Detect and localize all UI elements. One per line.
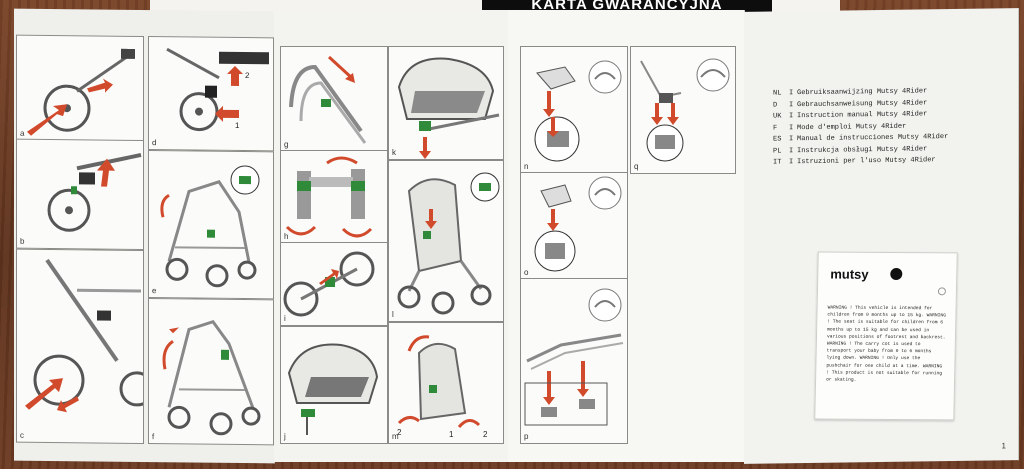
svg-text:2: 2 <box>397 428 402 437</box>
step-label: f <box>152 432 155 442</box>
step-label: p <box>524 432 529 441</box>
step-label: i <box>284 314 286 323</box>
instruction-manual: a b c <box>14 8 1019 464</box>
step-f-illustration: f <box>148 298 274 446</box>
step-label: h <box>284 232 289 241</box>
svg-text:2: 2 <box>245 71 250 80</box>
step-p-illustration: p <box>520 278 628 444</box>
step-g-illustration: g <box>280 46 388 152</box>
warning-text: WARNING ! This vehicle is intended for c… <box>826 305 947 383</box>
step-l-illustration: l <box>388 160 504 322</box>
step-o-illustration: o <box>520 172 628 280</box>
step-label: q <box>634 162 639 171</box>
step-label: a <box>20 128 25 138</box>
mutsy-logo-icon <box>890 267 903 281</box>
step-label: n <box>524 162 529 171</box>
step-i-illustration: i <box>280 242 388 326</box>
step-j-illustration: j <box>280 326 388 444</box>
step-m-illustration: 2 1 2 m <box>388 322 504 444</box>
step-n-illustration: n <box>520 46 628 174</box>
step-label: k <box>392 148 396 157</box>
step-a-illustration: a <box>16 34 144 142</box>
svg-text:1: 1 <box>235 121 240 130</box>
step-label: j <box>284 432 286 441</box>
step-label: o <box>524 268 529 277</box>
step-e-illustration: e <box>148 150 274 300</box>
page-number: 1 <box>1001 441 1006 451</box>
step-label: g <box>284 140 289 149</box>
manual-panel-2: g h i <box>274 10 509 462</box>
step-label: e <box>152 286 157 296</box>
warning-hang-tag: mutsy WARNING ! This vehicle is intended… <box>814 251 958 421</box>
step-b-illustration: b <box>16 138 144 250</box>
step-label: b <box>20 236 25 246</box>
step-label: d <box>152 138 157 148</box>
step-q-illustration: q <box>630 46 736 174</box>
step-c-illustration: c <box>16 248 144 444</box>
brand-logo: mutsy <box>830 266 869 282</box>
step-label: l <box>392 310 394 319</box>
manual-panel-3: n o p <box>508 10 745 462</box>
step-label: m <box>392 432 399 441</box>
step-d-illustration: 2 1 d <box>148 36 274 152</box>
manual-panel-1: a b c <box>14 8 275 464</box>
svg-text:1: 1 <box>449 430 454 439</box>
step-h-illustration: h <box>280 150 388 244</box>
step-k-illustration: k <box>388 46 504 160</box>
step-label: c <box>20 430 24 440</box>
tag-hole <box>937 287 947 296</box>
svg-text:2: 2 <box>483 430 488 439</box>
